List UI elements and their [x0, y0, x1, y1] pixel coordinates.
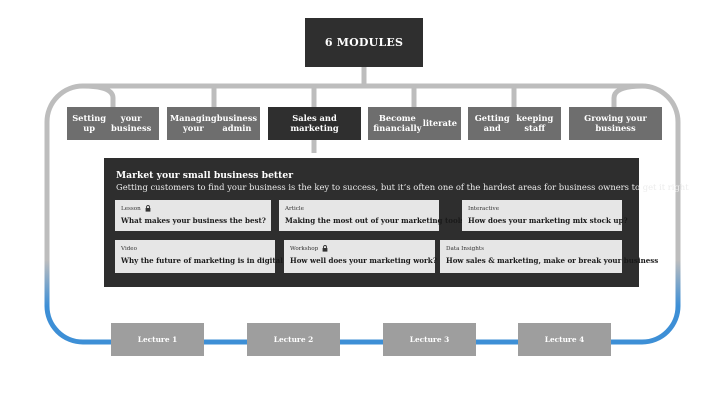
module-label: Become financially	[373, 112, 422, 133]
card-type-text: Interactive	[468, 206, 500, 212]
lecture-2-box[interactable]: Lecture 2	[247, 323, 340, 356]
card-type-text: Video	[121, 246, 137, 252]
card-type-text: Article	[285, 206, 304, 212]
card-type-text: Workshop	[290, 246, 319, 252]
card-type-label: Article	[285, 205, 433, 213]
panel-description: Getting customers to find your business …	[116, 182, 689, 192]
module-label: keeping staff	[516, 112, 554, 133]
card-title: Making the most out of your marketing to…	[285, 216, 465, 225]
module-label: business admin	[216, 112, 258, 133]
module-label: Setting up	[72, 112, 107, 133]
lecture-4-box[interactable]: Lecture 4	[518, 323, 611, 356]
card-title: How does your marketing mix stock up?	[468, 216, 628, 225]
module-label: Managing your	[169, 112, 217, 133]
lock-icon	[145, 204, 151, 214]
module-3[interactable]: Sales and marketing	[268, 107, 361, 140]
card-type-label: Interactive	[468, 205, 616, 213]
module-label: Getting and	[474, 112, 510, 133]
card-title: Why the future of marketing is in digita…	[121, 256, 283, 265]
module-label: Sales and marketing	[290, 112, 339, 133]
module-label: your business	[110, 112, 152, 133]
lecture-3-box[interactable]: Lecture 3	[383, 323, 476, 356]
outer-loop	[44, 83, 681, 345]
panel-title: Market your small business better	[116, 170, 294, 181]
card-type-label: Workshop	[290, 244, 429, 254]
module-label: literate	[422, 117, 457, 128]
module-detail-panel: Market your small business better Gettin…	[104, 158, 689, 287]
module-6[interactable]: Growing your business	[569, 107, 662, 140]
card-type-label: Data Insights	[446, 245, 616, 253]
module-drops	[81, 83, 644, 107]
module-label: Growing your business	[584, 112, 647, 133]
card-type-text: Data Insights	[446, 246, 484, 252]
card-type-label: Lesson	[121, 204, 265, 214]
card-title: How well does your marketing work?	[290, 256, 437, 265]
card-title: How sales & marketing, make or break you…	[446, 256, 659, 265]
card-title: What makes your business the best?	[121, 216, 266, 225]
module-5[interactable]: Getting and keeping staff	[468, 107, 561, 140]
card-type-label: Video	[121, 245, 269, 253]
lock-icon	[322, 244, 328, 254]
lecture-1-box[interactable]: Lecture 1	[111, 323, 204, 356]
modules-title: 6 MODULES	[305, 18, 423, 67]
card-type-text: Lesson	[121, 206, 141, 212]
